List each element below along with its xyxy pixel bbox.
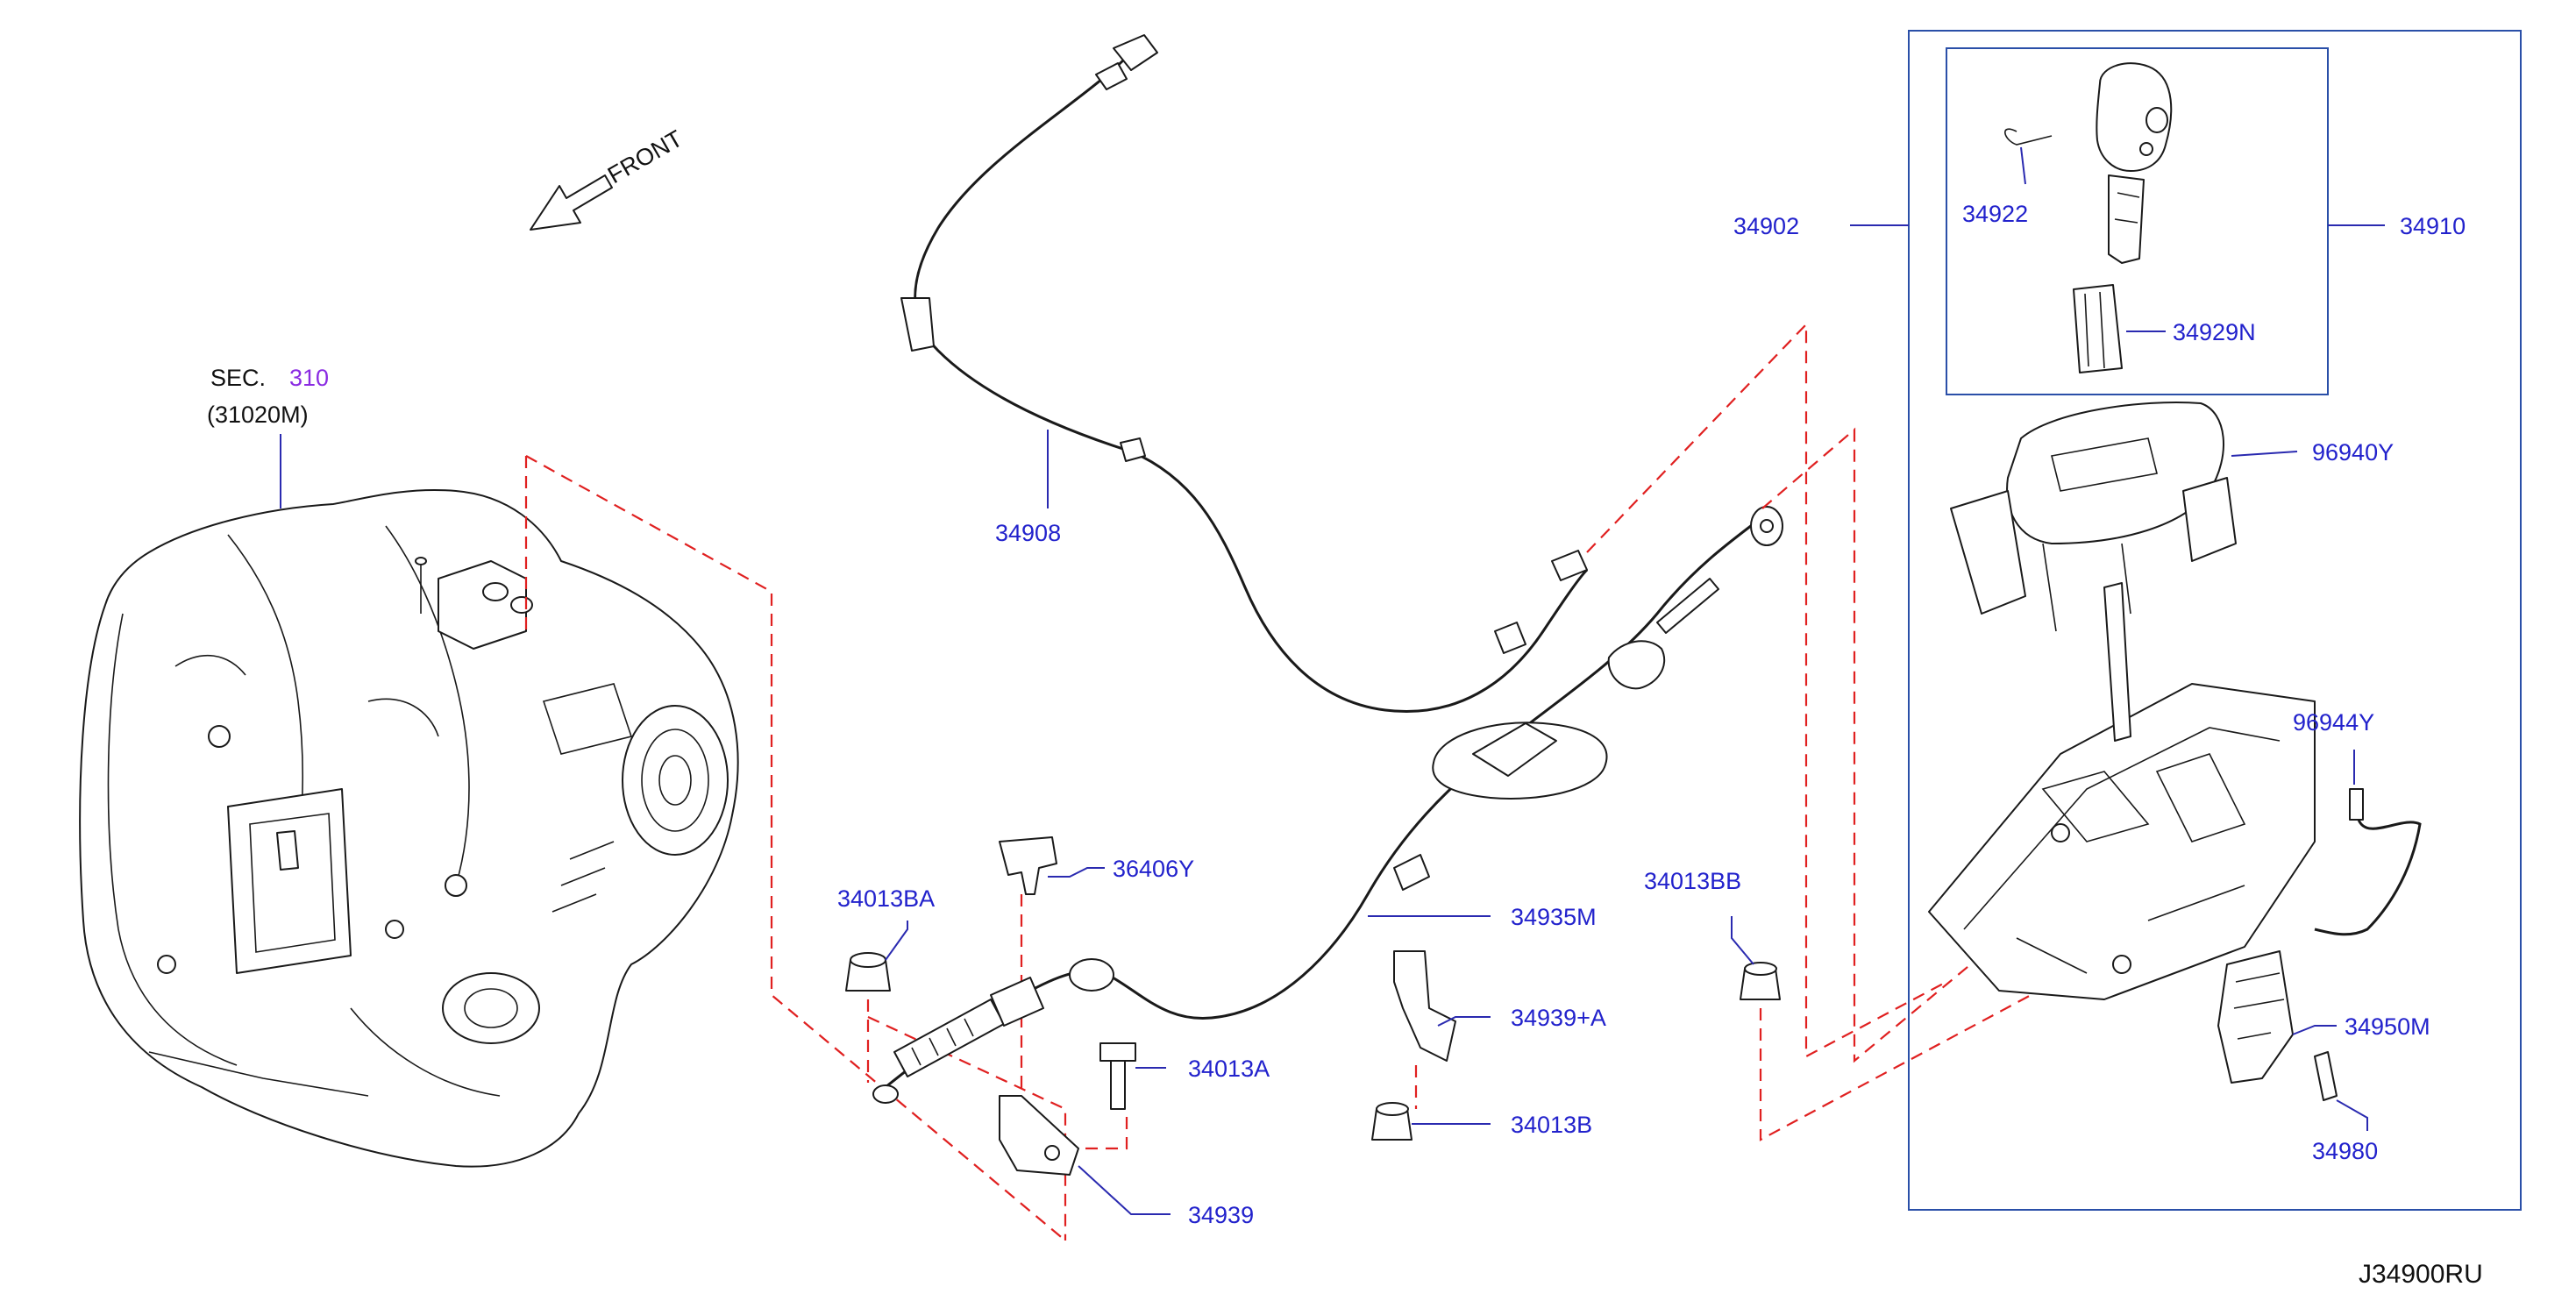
spacer-34980-drawing bbox=[2314, 1051, 2338, 1101]
clip-34922-drawing bbox=[2004, 128, 2053, 146]
nut-34013bb-drawing bbox=[1740, 962, 1781, 1000]
projection-line-34013bb bbox=[1759, 985, 2048, 1141]
diagram-code: J34900RU bbox=[2359, 1260, 2483, 1289]
part-label-96944y[interactable]: 96944Y bbox=[2293, 709, 2374, 736]
nut-34013b-drawing bbox=[1371, 1102, 1413, 1141]
projection-line-bracket bbox=[1065, 1109, 1128, 1150]
part-label-34013a[interactable]: 34013A bbox=[1188, 1056, 1270, 1082]
part-label-34935m[interactable]: 34935M bbox=[1511, 904, 1597, 930]
part-label-34013bb[interactable]: 34013BB bbox=[1644, 868, 1741, 894]
section-number-link[interactable]: 310 bbox=[289, 365, 329, 391]
leader-34980 bbox=[2336, 1099, 2368, 1131]
leader-34013bb bbox=[1731, 916, 1754, 965]
finisher-96940y-drawing bbox=[1950, 402, 2237, 632]
leader-34950m bbox=[2292, 1025, 2337, 1035]
part-label-36406y[interactable]: 36406Y bbox=[1113, 856, 1194, 882]
section-assembly-code: (31020M) bbox=[207, 402, 309, 428]
section-reference: SEC. 310 (31020M) bbox=[207, 365, 329, 428]
projection-line-transmission bbox=[525, 455, 1066, 1241]
bracket-34939a-drawing bbox=[1393, 950, 1456, 1062]
section-prefix: SEC. bbox=[210, 365, 266, 391]
control-device-group-box bbox=[1908, 30, 2522, 1211]
leader-34939a bbox=[1437, 1016, 1491, 1027]
transmission-assembly-drawing bbox=[79, 489, 739, 1168]
part-label-96940y[interactable]: 96940Y bbox=[2312, 439, 2394, 466]
front-arrow-icon bbox=[530, 174, 613, 231]
part-label-34980[interactable]: 34980 bbox=[2312, 1138, 2378, 1164]
part-label-34950m[interactable]: 34950M bbox=[2345, 1013, 2430, 1040]
part-label-34922[interactable]: 34922 bbox=[1962, 201, 2028, 227]
shift-cable-34935m-drawing bbox=[872, 506, 1783, 1104]
leader-34013ba bbox=[885, 921, 908, 961]
nut-34013ba-drawing bbox=[845, 952, 891, 992]
shift-knob-drawing bbox=[2096, 62, 2173, 264]
bracket-34939-drawing bbox=[999, 1095, 1079, 1176]
shifter-base-drawing bbox=[1928, 582, 2316, 1000]
part-label-34910[interactable]: 34910 bbox=[2400, 213, 2466, 239]
part-label-34939a[interactable]: 34939+A bbox=[1511, 1005, 1606, 1031]
harness-96944y-drawing bbox=[2314, 788, 2422, 936]
leader-36406y bbox=[1048, 867, 1105, 878]
part-label-34939[interactable]: 34939 bbox=[1188, 1202, 1254, 1228]
sleeve-34929n-drawing bbox=[2073, 284, 2123, 373]
solenoid-34950m-drawing bbox=[2217, 950, 2294, 1084]
projection-line-shifter-upper bbox=[1586, 322, 1947, 1058]
part-label-34902[interactable]: 34902 bbox=[1733, 213, 1799, 239]
part-label-34929n[interactable]: 34929N bbox=[2173, 319, 2256, 345]
clip-36406y-drawing bbox=[999, 836, 1057, 895]
front-label: FRONT bbox=[603, 125, 687, 188]
part-label-34908[interactable]: 34908 bbox=[995, 520, 1061, 546]
cable-34908-drawing bbox=[900, 34, 1589, 713]
part-label-34013b[interactable]: 34013B bbox=[1511, 1112, 1592, 1138]
projection-line-shifter-mid bbox=[1761, 427, 2035, 1063]
part-label-34013ba[interactable]: 34013BA bbox=[837, 885, 935, 912]
knob-group-box bbox=[1946, 47, 2329, 395]
bolt-34013a-drawing bbox=[1099, 1042, 1136, 1110]
leader-96940y bbox=[2231, 451, 2298, 457]
leader-34922 bbox=[2020, 146, 2026, 185]
leader-34939 bbox=[1078, 1165, 1171, 1215]
